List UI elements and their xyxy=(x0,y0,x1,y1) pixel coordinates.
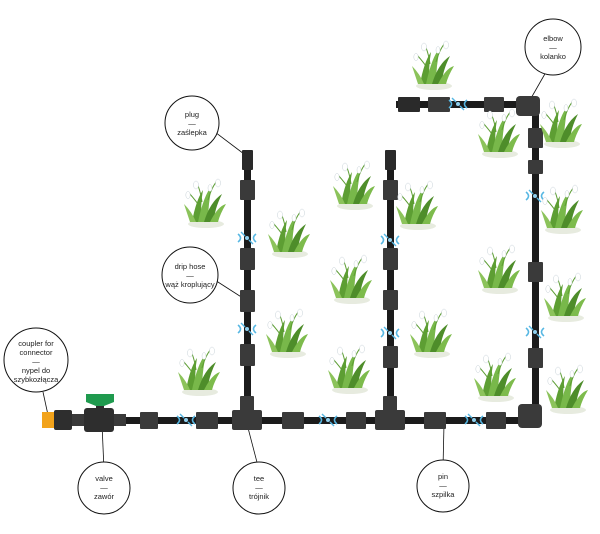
plug-label-en: plug xyxy=(185,110,199,119)
tee-label-pl: trójnik xyxy=(249,492,269,501)
water-drip-icon xyxy=(176,413,196,427)
snowdrop-plant-icon xyxy=(543,272,587,323)
valve-fitting xyxy=(84,394,126,432)
snowdrop-plant-icon xyxy=(411,40,455,91)
plug-fitting xyxy=(242,150,253,170)
snowdrop-plant-icon xyxy=(477,108,521,159)
snowdrop-plant-icon xyxy=(329,254,373,305)
pin-label-en: pin xyxy=(438,472,448,481)
pin-label-dash: — xyxy=(439,481,447,490)
valve-handle-icon xyxy=(86,394,114,406)
snowdrop-plant-icon xyxy=(545,364,589,415)
water-drip-icon xyxy=(464,413,484,427)
water-drip-icon xyxy=(318,413,338,427)
elbow-label-dash: — xyxy=(549,43,557,52)
callout-tee: tee — trójnik xyxy=(232,461,286,515)
snowdrop-plant-icon xyxy=(265,308,309,359)
callout-elbow: elbow — kolanko xyxy=(524,18,582,76)
snowdrop-plant-icon xyxy=(183,178,227,229)
snowdrop-plant-icon xyxy=(267,208,311,259)
snowdrop-plant-icon xyxy=(177,346,221,397)
coupler-label-pl-1: nypel do xyxy=(22,366,50,375)
snowdrop-plant-icon xyxy=(327,344,371,395)
drip-hose-label-dash: — xyxy=(186,271,194,280)
coupler-label-dash: — xyxy=(32,357,40,366)
snowdrop-plant-icon xyxy=(477,244,521,295)
snowdrop-plant-icon xyxy=(332,160,376,211)
water-drip-icon xyxy=(448,97,468,111)
snowdrop-plant-icon xyxy=(395,180,439,231)
drip-hose-label-pl: wąż kroplujący xyxy=(164,280,214,289)
fittings xyxy=(140,96,543,430)
valve-label-dash: — xyxy=(100,483,108,492)
snowdrop-plant-icon xyxy=(540,184,584,235)
tee-label-dash: — xyxy=(255,483,263,492)
valve-label-pl: zawór xyxy=(94,492,115,501)
callout-plug: plug — zaślepka xyxy=(164,95,220,151)
drip-hose-label-en: drip hose xyxy=(175,262,206,271)
coupler-label-en-1: coupler for xyxy=(18,339,54,348)
pin-label-pl: szpilka xyxy=(432,490,456,499)
callout-lines xyxy=(42,71,547,471)
elbow-label-en: elbow xyxy=(543,34,563,43)
coupler-label-pl-2: szybkozłącza xyxy=(14,375,59,384)
snowdrop-plant-icon xyxy=(539,98,583,149)
snowdrop-plant-icon xyxy=(409,308,453,359)
tee-fitting xyxy=(232,410,262,430)
elbow-label-pl: kolanko xyxy=(540,52,566,61)
callout-drip-hose: drip hose — wąż kroplujący xyxy=(161,246,219,304)
plug-label-dash: — xyxy=(188,119,196,128)
plug-label-pl: zaślepka xyxy=(177,128,207,137)
callout-valve: valve — zawór xyxy=(77,461,131,515)
coupler-label-en-2: connector xyxy=(20,348,53,357)
tee-label-en: tee xyxy=(254,474,264,483)
valve-label-en: valve xyxy=(95,474,113,483)
callout-coupler: coupler for connector — nypel do szybkoz… xyxy=(3,327,69,393)
elbow-fitting xyxy=(516,96,540,116)
callout-pin: pin — szpilka xyxy=(416,459,470,513)
snowdrop-plant-icon xyxy=(473,352,517,403)
coupler-fitting xyxy=(42,410,86,430)
